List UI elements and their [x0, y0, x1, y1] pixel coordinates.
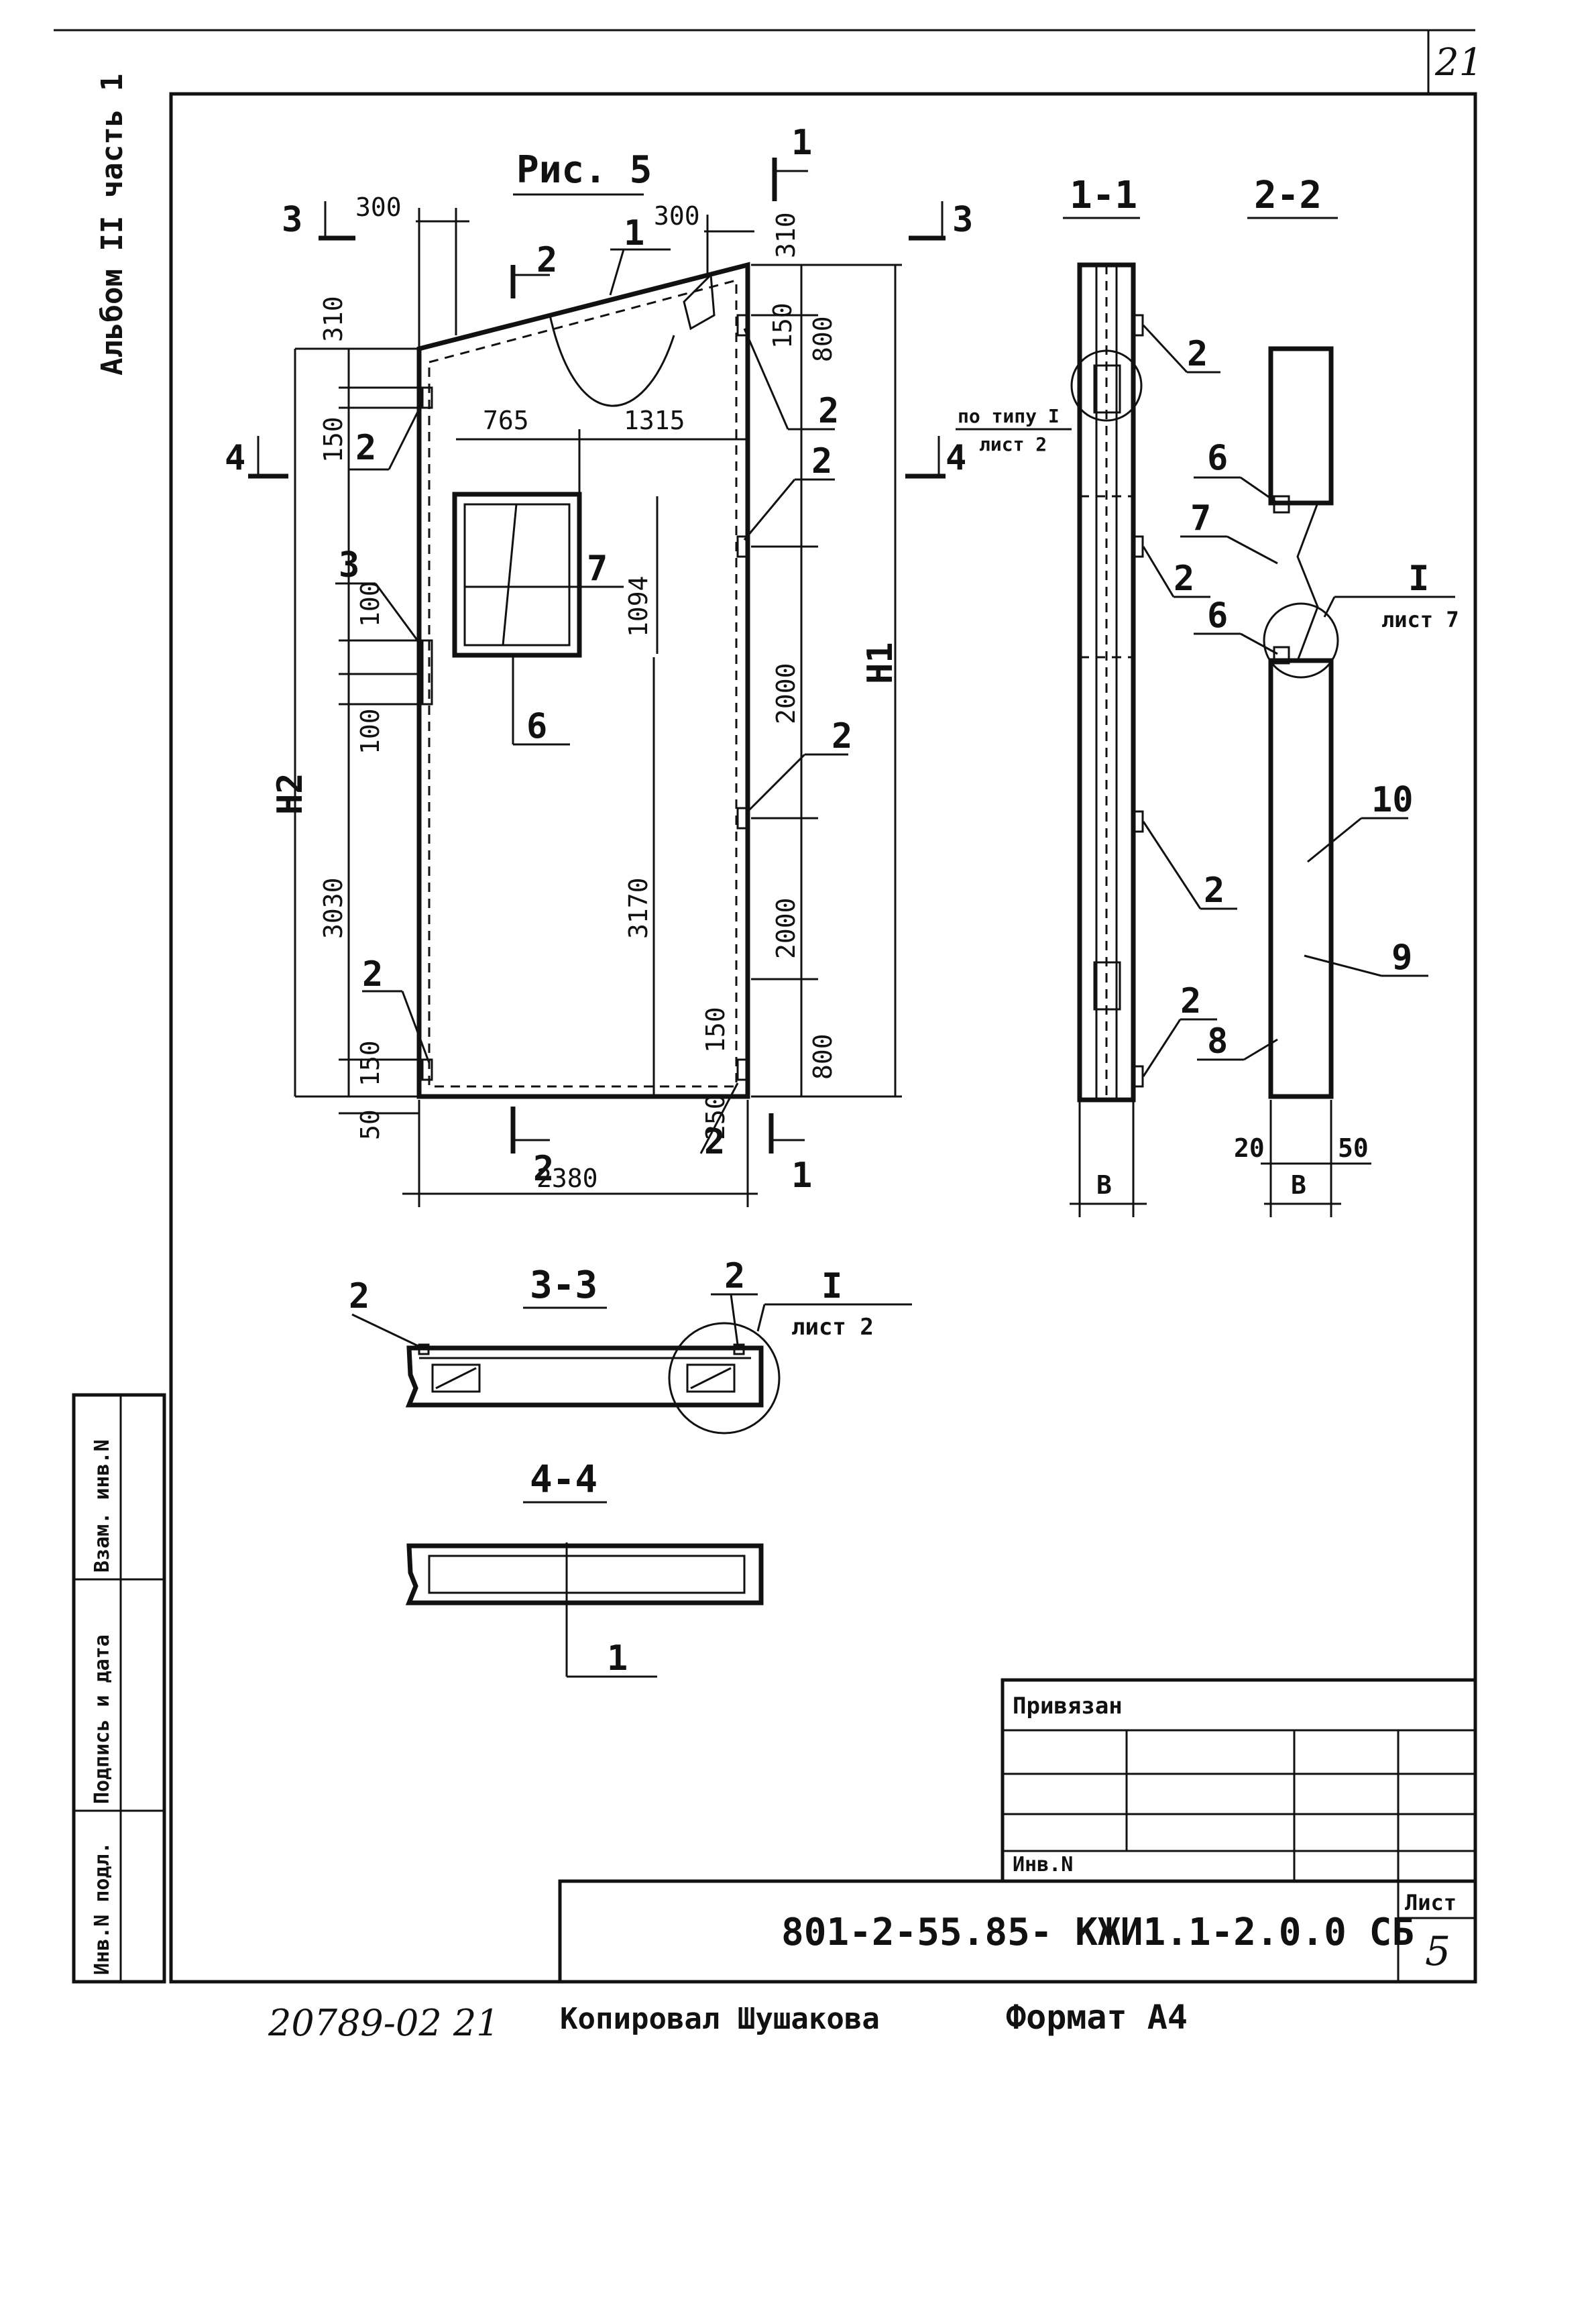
section-4-4-title: 4-4: [530, 1458, 597, 1502]
ref-roman-1-b: I: [821, 1266, 842, 1306]
dim-3170: 3170: [624, 877, 653, 939]
s11-callout-2-c: 2: [1204, 870, 1224, 911]
s11-callout-2-b: 2: [1174, 559, 1194, 599]
dim-2000-upper: 2000: [771, 663, 801, 724]
cut-4-right: 4: [946, 438, 966, 478]
dim-100-lower: 100: [355, 708, 385, 754]
title-inv-no: Инв.N: [1013, 1853, 1073, 1876]
left-stamp: Инв.N подл. Подпись и дата Взам. инв.N: [72, 1393, 166, 1984]
cut-2-bottom: 2: [533, 1149, 554, 1189]
cut-1-bottom: 1: [791, 1156, 812, 1196]
dim-310-right: 310: [771, 212, 801, 258]
callout-3: 3: [339, 545, 359, 585]
ref-list2-b: лист 2: [791, 1314, 874, 1341]
title-designation: 801-2-55.85- КЖИ1.1-2.0.0 СБ: [781, 1911, 1414, 1954]
dim-150-left: 150: [319, 416, 348, 463]
section-2-2-d20: 20: [1234, 1133, 1265, 1163]
dim-150-right: 150: [768, 302, 797, 349]
dim-100-upper: 100: [355, 581, 385, 627]
dim-50: 50: [355, 1109, 385, 1140]
dim-800-top: 800: [808, 316, 838, 362]
dim-1315: 1315: [624, 406, 685, 435]
s22-callout-7: 7: [1190, 498, 1211, 539]
ref-list2-a: лист 2: [979, 433, 1047, 455]
footer-format: Формат А4: [1006, 1998, 1188, 2037]
title-block: Привязан Инв.N 801-2-55.85- КЖИ1.1-2.0.0…: [558, 1678, 1477, 1984]
cut-2-top: 2: [536, 240, 557, 280]
ref-list7: лист 7: [1381, 607, 1459, 632]
callout-1: 1: [624, 213, 644, 254]
dim-765: 765: [483, 406, 529, 435]
dim-2000-lower: 2000: [771, 897, 801, 959]
s22-callout-6-b: 6: [1207, 596, 1228, 636]
dim-3030: 3030: [319, 877, 348, 939]
s22-callout-6-a: 6: [1207, 438, 1228, 478]
s11-callout-2-a: 2: [1187, 334, 1208, 374]
title-privyazan: Привязан: [1013, 1693, 1123, 1720]
s33-callout-2-b: 2: [724, 1256, 745, 1296]
dim-310-left: 310: [319, 296, 348, 342]
footer-copied-by: Копировал Шушакова: [560, 2002, 880, 2036]
s44-callout-1: 1: [607, 1638, 628, 1679]
ref-roman-1-a: I: [1408, 559, 1429, 599]
s33-callout-2-a: 2: [349, 1276, 369, 1316]
dim-2380: 2380: [536, 1164, 598, 1193]
stamp-podpis: Подпись и дата: [91, 1634, 114, 1804]
dim-150-bottom: 150: [355, 1040, 385, 1086]
callout-6: 6: [526, 706, 547, 746]
stamp-vzam: Взам. инв.N: [91, 1439, 114, 1573]
title-sheet-number: 5: [1425, 1928, 1450, 1975]
cut-1-top: 1: [791, 123, 812, 163]
dimensions-elevation: 300 300 310 150 100 100 3030 150 50 H2 7…: [270, 192, 902, 1207]
callout-2-c: 2: [811, 441, 832, 482]
callout-2-e: 2: [362, 954, 383, 995]
section-1-1-title: 1-1: [1070, 174, 1137, 217]
cut-4-left: 4: [225, 438, 245, 478]
page-number: 21: [1434, 41, 1483, 85]
title-sheet-label: Лист: [1405, 1890, 1457, 1915]
section-2-2: 2-2 20 50 B 6 7 6 10 9 8: [1180, 174, 1459, 1217]
footer-handwritten: 20789-02 21: [268, 2002, 500, 2044]
sheet-frame: [54, 29, 1477, 1984]
figure-title: Рис. 5: [516, 148, 652, 192]
cut-3-left: 3: [282, 200, 302, 240]
section-2-2-d50: 50: [1338, 1133, 1369, 1163]
section-3-3-title: 3-3: [530, 1263, 597, 1307]
section-1-1: 1-1 B 2 2 2 2 по типу I лис: [956, 174, 1237, 1217]
dim-150-br: 150: [701, 1007, 730, 1053]
s11-callout-2-d: 2: [1180, 981, 1201, 1021]
s22-callout-8: 8: [1207, 1021, 1228, 1062]
cut-3-right: 3: [952, 200, 973, 240]
s22-callout-9: 9: [1391, 938, 1412, 978]
panel-elevation: [416, 262, 750, 1099]
s22-callout-10: 10: [1371, 780, 1414, 820]
dim-250: 250: [701, 1094, 730, 1140]
dim-h1: H1: [860, 642, 901, 684]
dim-h2: H2: [270, 773, 310, 815]
section-1-1-b: B: [1096, 1170, 1112, 1200]
callout-2-d: 2: [832, 716, 852, 756]
stamp-inv-podl: Инв.N подл.: [91, 1842, 114, 1975]
cut-marks: 3 3 4 4 1 1 2 2: [225, 123, 973, 1196]
section-4-4: 4-4 1: [405, 1458, 764, 1679]
callout-2-b: 2: [818, 391, 839, 431]
section-2-2-b: B: [1291, 1170, 1306, 1200]
ref-po-tipu: по типу I: [958, 405, 1060, 427]
dim-300-left: 300: [355, 192, 402, 222]
dim-800-bottom: 800: [808, 1033, 838, 1080]
dim-300-right: 300: [654, 201, 700, 231]
section-2-2-title: 2-2: [1254, 174, 1322, 217]
callout-7: 7: [587, 549, 608, 589]
section-3-3: 3-3 2 2 I лист 2: [349, 1256, 912, 1435]
callouts-elevation: 1 2 2 2 2 2 2 3 6 7: [335, 213, 852, 1162]
callout-2-a: 2: [355, 428, 376, 468]
dim-1094: 1094: [624, 575, 653, 637]
album-label: Альбом II часть 1: [95, 74, 129, 376]
